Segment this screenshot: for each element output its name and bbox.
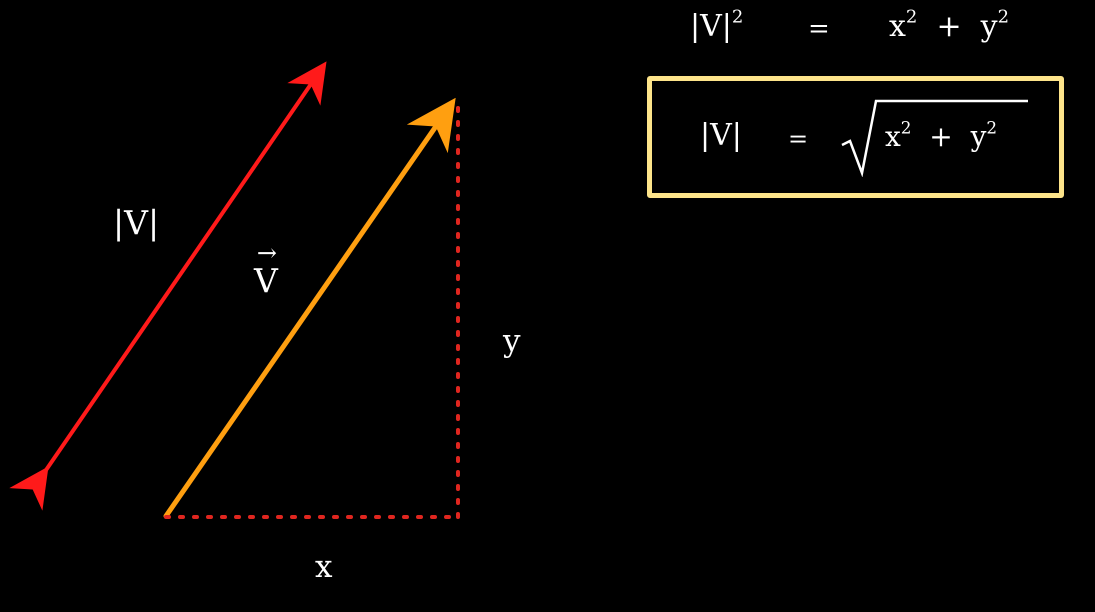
y-component-label: y bbox=[503, 323, 521, 359]
magnitude-formula-box: |V| = x2 + y2 bbox=[647, 76, 1064, 198]
vector-letter: V bbox=[254, 261, 278, 300]
squared-equation-lhs: |V|2 bbox=[690, 6, 744, 44]
magnitude-double-arrow bbox=[9, 61, 327, 511]
squared-equation-rhs: x2 + y2 bbox=[889, 6, 1010, 44]
vector-v-arrow bbox=[163, 97, 456, 519]
magnitude-label: |V| bbox=[113, 203, 160, 242]
boxed-equation-equals: = bbox=[788, 125, 809, 153]
squared-equation-equals: = bbox=[808, 14, 830, 44]
vector-v-label: → V bbox=[254, 239, 278, 300]
x-component-label: x bbox=[315, 549, 333, 585]
vector-arrow-icon: → bbox=[256, 239, 277, 267]
square-root-icon bbox=[841, 99, 1028, 177]
boxed-equation-radicand: x2 + y2 bbox=[885, 117, 998, 153]
boxed-equation-lhs: |V| bbox=[700, 118, 742, 153]
